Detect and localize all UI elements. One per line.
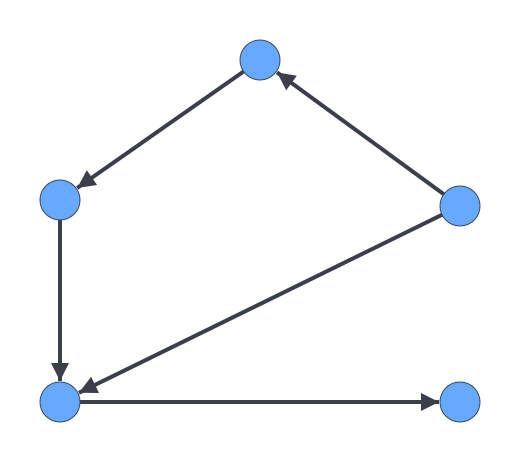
- node-n1: [239, 39, 281, 81]
- node-n5: [439, 381, 481, 423]
- node-n4: [39, 381, 81, 423]
- edge-n1-to-n2: [76, 69, 245, 190]
- nodes-layer: [39, 39, 481, 423]
- edge-n3-to-n1: [275, 70, 445, 196]
- node-n2: [39, 179, 81, 221]
- edge-n3-to-n4: [78, 213, 443, 395]
- node-n3: [439, 185, 481, 227]
- edges-layer: [51, 69, 445, 411]
